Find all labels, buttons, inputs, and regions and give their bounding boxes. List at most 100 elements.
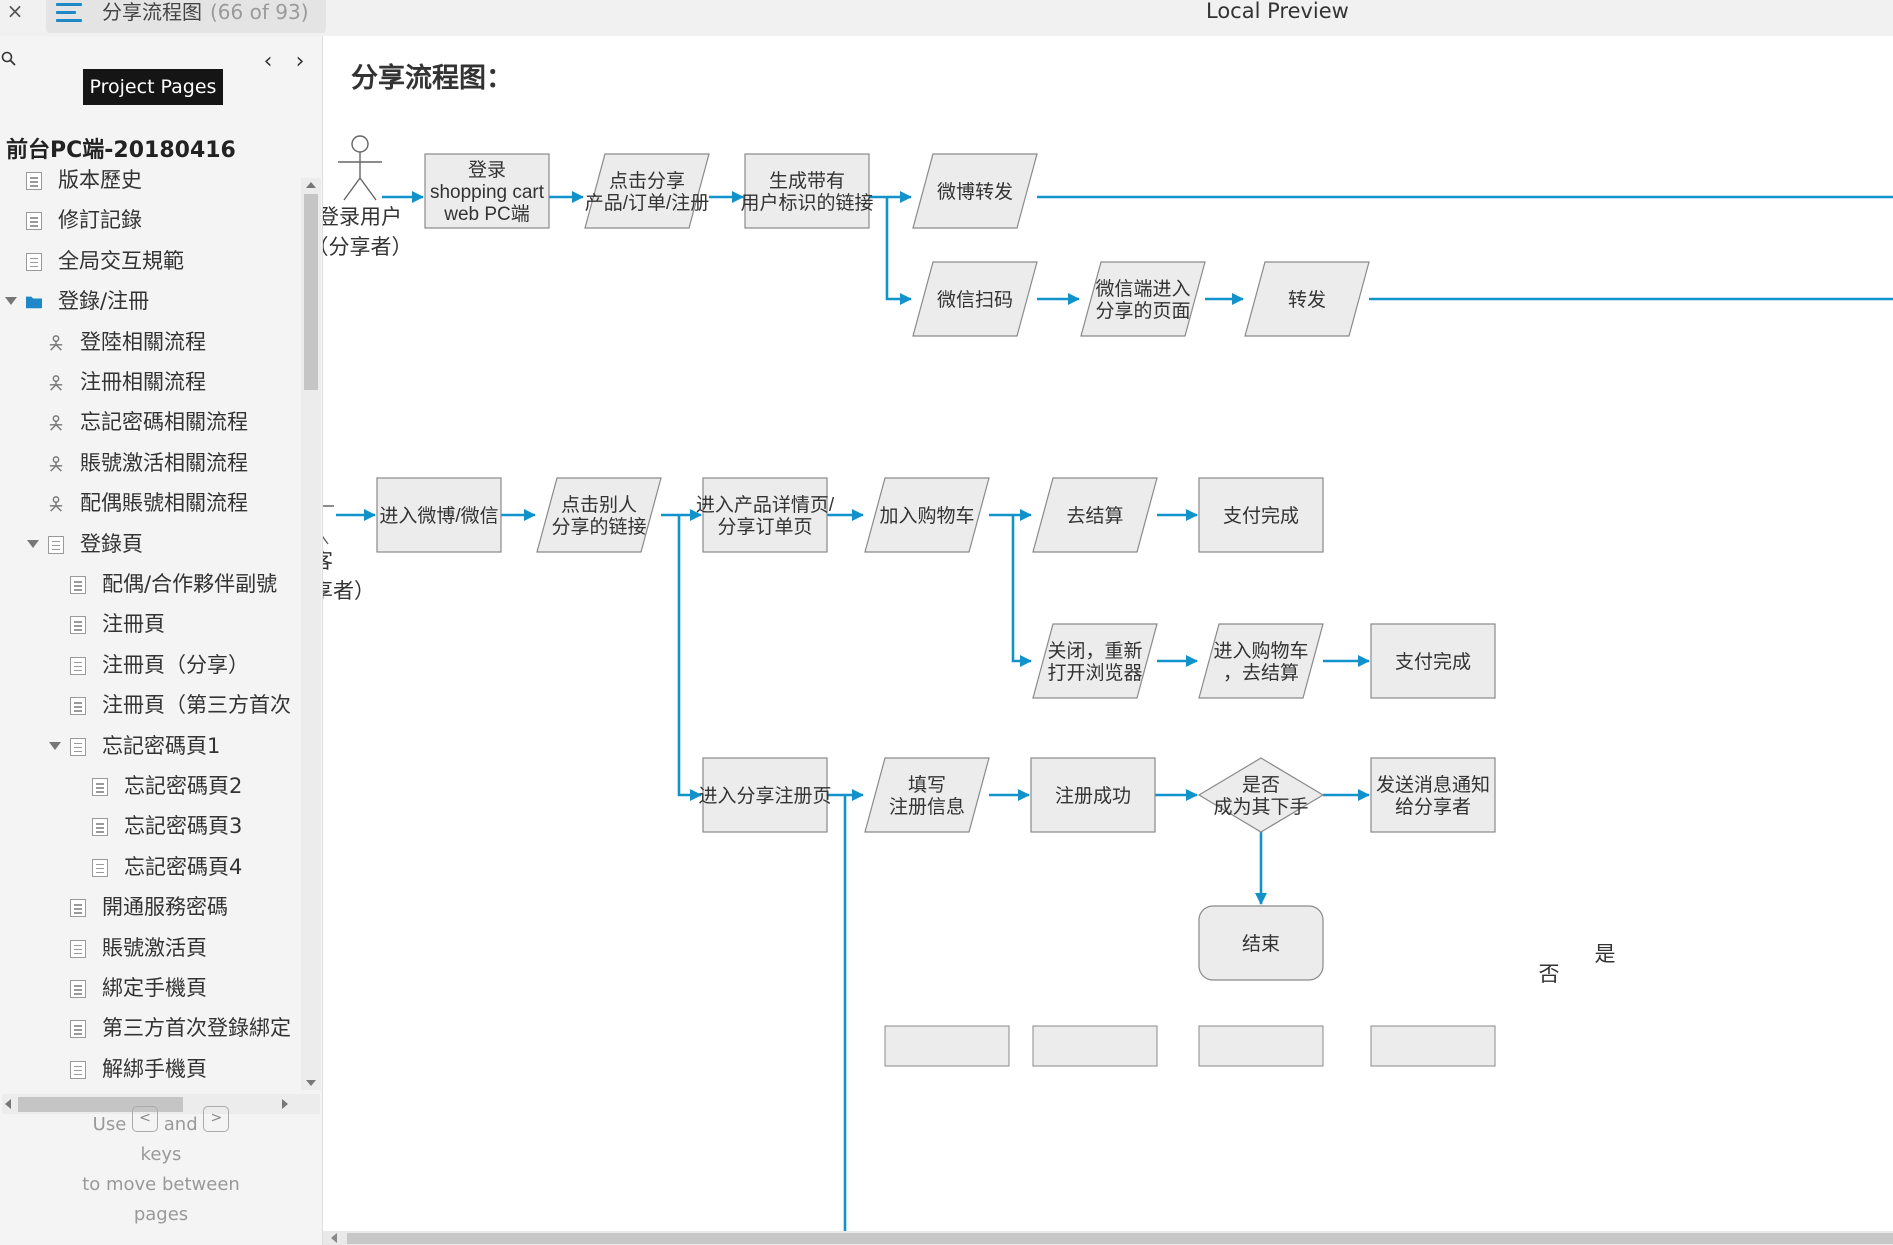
flow-node-label: 去结算 [1066, 505, 1123, 527]
page-icon [70, 656, 86, 675]
hint-line3: to move between [82, 1174, 240, 1195]
page-icon [26, 212, 42, 231]
actor-label: （分享者） [323, 236, 413, 259]
prev-page-button[interactable]: ‹ [263, 49, 273, 74]
tree-item-label: 配偶/合作夥伴副號 [102, 572, 278, 596]
page-tab[interactable]: 分享流程图 (66 of 93) [46, 0, 326, 33]
edge-label-no: 否 [1539, 963, 1560, 986]
window-title: Local Preview [1206, 0, 1349, 23]
flow-node-shape [424, 153, 550, 229]
tree-item[interactable]: 解綁手機頁 [0, 1049, 300, 1089]
flow-node-label: 生成带有 [769, 170, 845, 192]
search-icon[interactable] [1, 51, 17, 67]
flow-node-partial [1032, 1025, 1158, 1067]
project-pages-tooltip: Project Pages [83, 69, 223, 105]
flow-node-shape [1080, 261, 1206, 337]
flow-node-label: 关闭，重新 [1047, 640, 1142, 662]
flow-node-label: 结束 [1242, 933, 1280, 955]
scroll-left-arrow-icon[interactable] [331, 1233, 337, 1243]
tree-item-label: 注冊頁（分享） [102, 652, 249, 677]
close-button[interactable]: × [6, 0, 24, 23]
flow-node-label: 加入购物车 [879, 505, 974, 527]
tree-item[interactable]: 注冊頁（分享） [0, 645, 300, 685]
tree-item[interactable]: 注冊頁（第三方首次 [0, 685, 300, 725]
expand-arrow-icon[interactable] [27, 539, 39, 548]
flow-node-label: 注册成功 [1055, 785, 1131, 807]
tab-title: 分享流程图 (66 of 93) [102, 0, 309, 24]
tree-item-label: 忘記密碼頁4 [124, 854, 243, 879]
tree-item[interactable]: 注冊頁 [0, 604, 300, 644]
left-key-icon: < [132, 1106, 159, 1132]
tree-item[interactable]: 第三方首次登錄綁定 [0, 1008, 300, 1048]
flow-node-shape [1032, 477, 1158, 553]
tree-item-label: 登陸相關流程 [80, 329, 206, 354]
tree-item[interactable]: 忘記密碼頁2 [0, 766, 300, 806]
flow-node-label: 登录 [468, 159, 506, 181]
tree-item-label: 忘記密碼頁3 [124, 814, 243, 839]
flow-node-g12: 注册成功 [1030, 757, 1156, 833]
flow-node-shape [1030, 757, 1156, 833]
scrollbar-thumb[interactable] [347, 1233, 1893, 1244]
flow-icon [49, 415, 63, 432]
flow-node-label: 点击别人 [561, 494, 637, 516]
tab-title-text: 分享流程图 [102, 0, 202, 24]
tree-item[interactable]: 忘記密碼相關流程 [0, 402, 300, 442]
hint-and: and [163, 1114, 198, 1135]
flow-node-n5: 微信扫码 [912, 261, 1038, 337]
hint-use: Use [92, 1114, 127, 1135]
flow-node-g1: 进入微博/微信 [376, 477, 502, 553]
tree-item[interactable]: 賬號激活頁 [0, 928, 300, 968]
flow-icon [49, 496, 63, 512]
tree-item[interactable]: 忘記密碼頁1 [0, 726, 300, 766]
tree-item[interactable]: 注冊相關流程 [0, 362, 300, 402]
flow-node-g6: 支付完成 [1198, 477, 1324, 553]
tree-horizontal-scrollbar[interactable] [2, 1094, 320, 1114]
next-page-button[interactable]: › [295, 49, 305, 74]
tree-item[interactable]: 忘記密碼頁4 [0, 847, 300, 887]
menu-icon[interactable] [56, 2, 82, 24]
expand-arrow-icon[interactable] [5, 297, 17, 306]
canvas-horizontal-scrollbar[interactable] [323, 1231, 1893, 1245]
page-icon [70, 980, 86, 998]
tree-vertical-scrollbar[interactable] [301, 178, 321, 1090]
page-icon [70, 1020, 86, 1039]
tree-item[interactable]: 賬號激活相關流程 [0, 443, 300, 483]
scroll-up-arrow-icon[interactable] [306, 182, 316, 188]
scrollbar-thumb[interactable] [18, 1097, 183, 1112]
actor-login-user-icon: 登录用户（分享者） [323, 135, 413, 259]
flow-node-label: 产品/订单/注册 [585, 192, 710, 214]
tree-item-label: 綁定手機頁 [102, 976, 207, 1000]
scroll-left-arrow-icon[interactable] [5, 1099, 11, 1109]
tree-item[interactable]: 全局交互規範 [0, 241, 300, 281]
tree-item[interactable]: 登陸相關流程 [0, 322, 300, 362]
page-tree: 版本歷史修訂記錄全局交互規範登錄/注冊登陸相關流程注冊相關流程忘記密碼相關流程賬… [0, 154, 300, 1094]
page-count: (66 of 93) [210, 0, 309, 24]
scrollbar-thumb[interactable] [304, 194, 318, 390]
tree-item-label: 賬號激活相關流程 [80, 450, 248, 475]
tree-item[interactable]: 版本歷史 [0, 160, 300, 200]
tree-item-label: 登錄/注冊 [58, 289, 150, 314]
tree-item[interactable]: 登錄/注冊 [0, 281, 300, 321]
tree-item[interactable]: 綁定手機頁 [0, 968, 300, 1008]
tree-item[interactable]: 配偶/合作夥伴副號 [0, 564, 300, 604]
tree-item-label: 版本歷史 [58, 168, 142, 192]
scroll-down-arrow-icon[interactable] [306, 1080, 316, 1086]
flow-node-shape [1032, 623, 1158, 699]
flow-node-shape [702, 757, 828, 833]
expand-arrow-icon[interactable] [49, 741, 61, 750]
actor-label: 游客 [323, 550, 333, 573]
tree-item[interactable]: 登錄頁 [0, 524, 300, 564]
tree-item[interactable]: 開通服務密碼 [0, 887, 300, 927]
tree-item[interactable]: 配偶賬號相關流程 [0, 483, 300, 523]
page-icon [70, 737, 86, 756]
scroll-right-arrow-icon[interactable] [282, 1099, 288, 1109]
flow-node-partial [884, 1025, 1010, 1067]
tree-item[interactable]: 修訂記錄 [0, 200, 300, 240]
tree-item[interactable]: 忘記密碼頁3 [0, 806, 300, 846]
project-title: 前台PC端-20180416 [6, 138, 236, 163]
